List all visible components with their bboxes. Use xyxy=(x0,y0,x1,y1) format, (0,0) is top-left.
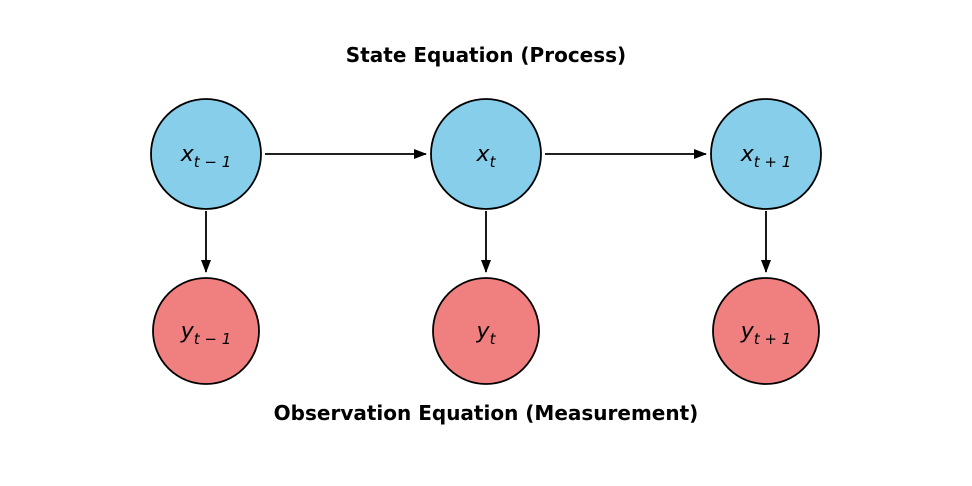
label-main: y xyxy=(180,319,195,344)
observation-node-y-prev: yt − 1 xyxy=(152,277,260,385)
observation-node-y-next: yt + 1 xyxy=(712,277,820,385)
state-node-x-prev: xt − 1 xyxy=(150,98,262,210)
state-node-x-prev-label: xt − 1 xyxy=(180,142,232,171)
label-sub: t − 1 xyxy=(194,153,232,171)
label-sub: t + 1 xyxy=(754,153,792,171)
edge-group xyxy=(201,149,771,273)
label-main: x xyxy=(740,142,755,167)
label-main: x xyxy=(476,142,491,167)
label-main: y xyxy=(740,319,755,344)
observation-node-y-circle xyxy=(432,277,540,385)
observation-node-y-label: yt xyxy=(476,319,497,348)
observation-node-y-next-label: yt + 1 xyxy=(740,319,792,348)
state-node-x-label: xt xyxy=(476,142,497,171)
diagram-title: State Equation (Process) xyxy=(346,43,626,67)
state-node-x-circle xyxy=(430,98,542,210)
state-node-x: xt xyxy=(430,98,542,210)
state-node-x-next: xt + 1 xyxy=(710,98,822,210)
state-node-x-next-label: xt + 1 xyxy=(740,142,792,171)
label-sub: t − 1 xyxy=(194,330,232,348)
label-sub: t xyxy=(490,330,497,348)
label-main: x xyxy=(180,142,195,167)
diagram-subtitle: Observation Equation (Measurement) xyxy=(274,401,699,425)
observation-node-y-prev-circle xyxy=(152,277,260,385)
observation-node-y-next-circle xyxy=(712,277,820,385)
observation-node-y: yt xyxy=(432,277,540,385)
observation-node-y-prev-label: yt − 1 xyxy=(180,319,232,348)
label-main: y xyxy=(476,319,491,344)
label-sub: t xyxy=(490,153,497,171)
state-node-x-next-circle xyxy=(710,98,822,210)
state-node-x-prev-circle xyxy=(150,98,262,210)
label-sub: t + 1 xyxy=(754,330,792,348)
